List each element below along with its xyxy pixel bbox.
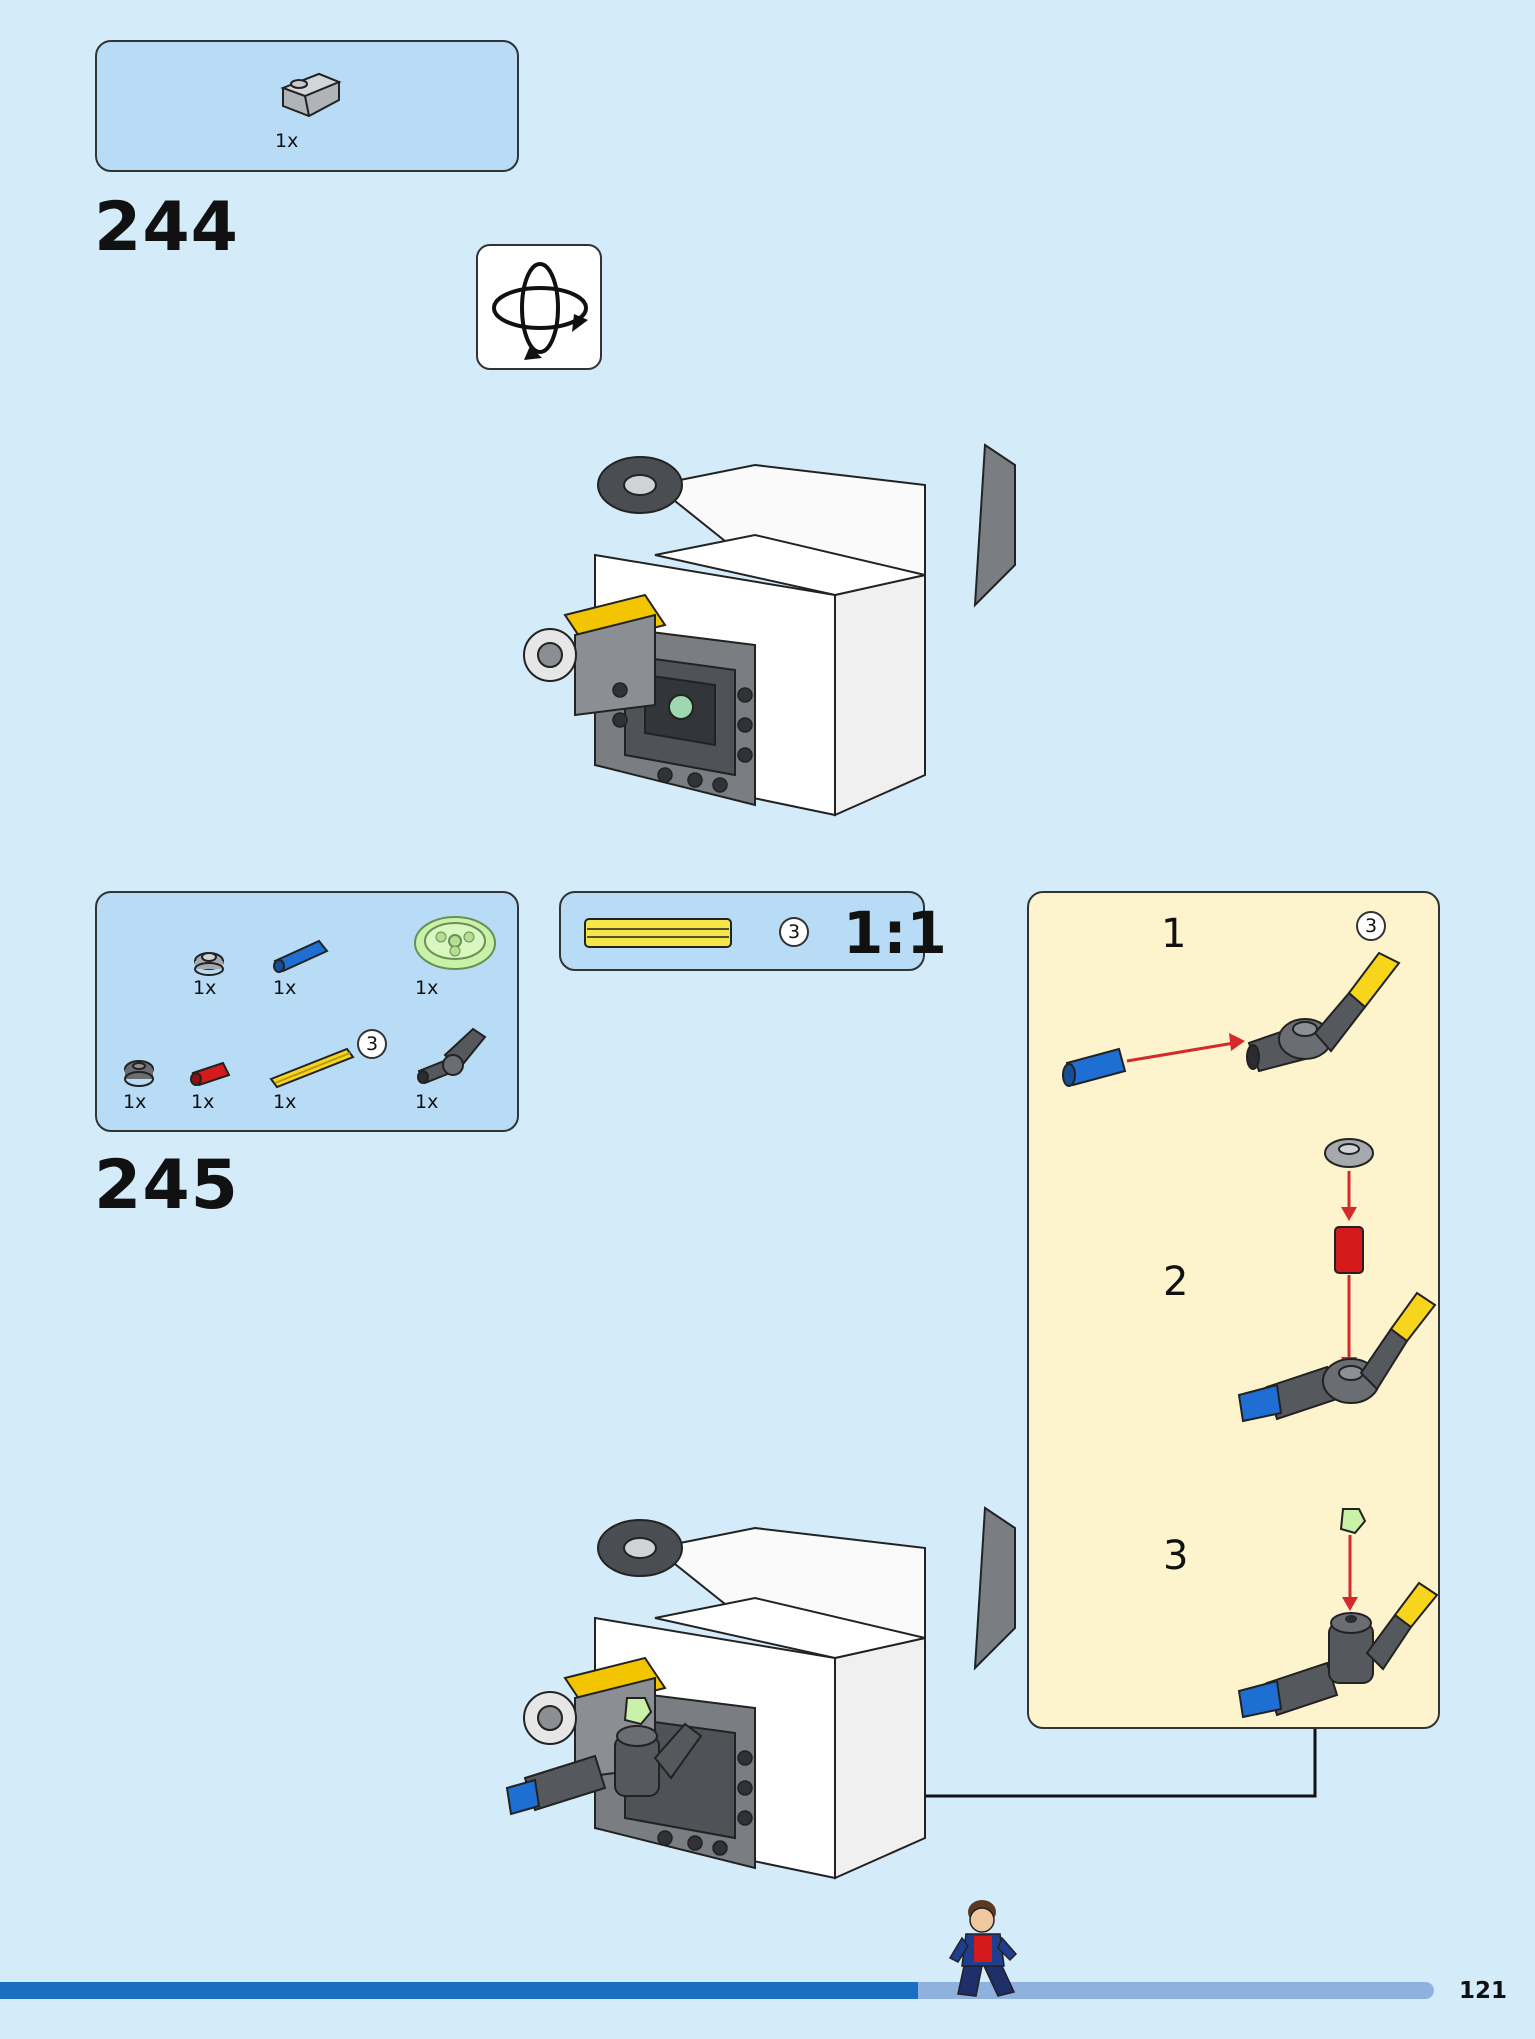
part-qty: 1x [191,1091,215,1113]
length-callout: 3 [1356,911,1386,941]
blue-axle-pin-part [273,939,329,973]
scale-check-box: 3 1:1 [559,891,947,971]
substep-number: 1 [1161,911,1187,957]
grey-round-plate-part [194,952,224,976]
minifigure-icon [948,1900,1018,1997]
progress-bar [0,1982,1434,1999]
page-number: 121 [1459,1978,1508,2004]
axle-scale-illustration [584,918,732,948]
grey-inverted-slope-part [280,72,342,118]
red-pin-part [190,1061,231,1087]
model-illustration-245 [505,1506,1016,1880]
parts-list-244: 1x [95,40,519,172]
part-qty: 1x [415,1091,439,1113]
trans-green-wheel-hub-part [414,916,496,970]
step-number-245: 245 [94,1146,239,1225]
substep-number: 2 [1163,1259,1189,1305]
rotate-model-icon [492,262,588,360]
length-callout: 3 [357,1029,387,1059]
part-qty: 1x [275,130,299,152]
yellow-axle-part [269,1047,355,1089]
substep-number: 3 [1163,1533,1189,1579]
step-number-244: 244 [94,188,239,267]
part-qty: 1x [273,1091,297,1113]
length-callout: 3 [779,917,809,947]
scale-label: 1:1 [843,899,947,967]
substep-3-illustration [1237,1508,1439,1719]
substep-panel: 1 3 2 3 [1027,891,1440,1729]
rotate-callout [476,244,602,370]
dark-grey-angle-connector-part [417,1027,487,1085]
model-illustration-244 [523,443,1016,817]
part-qty: 1x [123,1091,147,1113]
progress-bar-fill [0,1982,918,1999]
part-qty: 1x [415,977,439,999]
part-qty: 1x [193,977,217,999]
substep-2-illustration [1237,1138,1437,1423]
parts-list-245: 1x 1x 1x 1x 1x 3 1x 1x [95,891,519,1132]
dark-grey-round-plate-part [124,1060,154,1087]
substep-1-illustration [1062,951,1401,1087]
part-qty: 1x [273,977,297,999]
